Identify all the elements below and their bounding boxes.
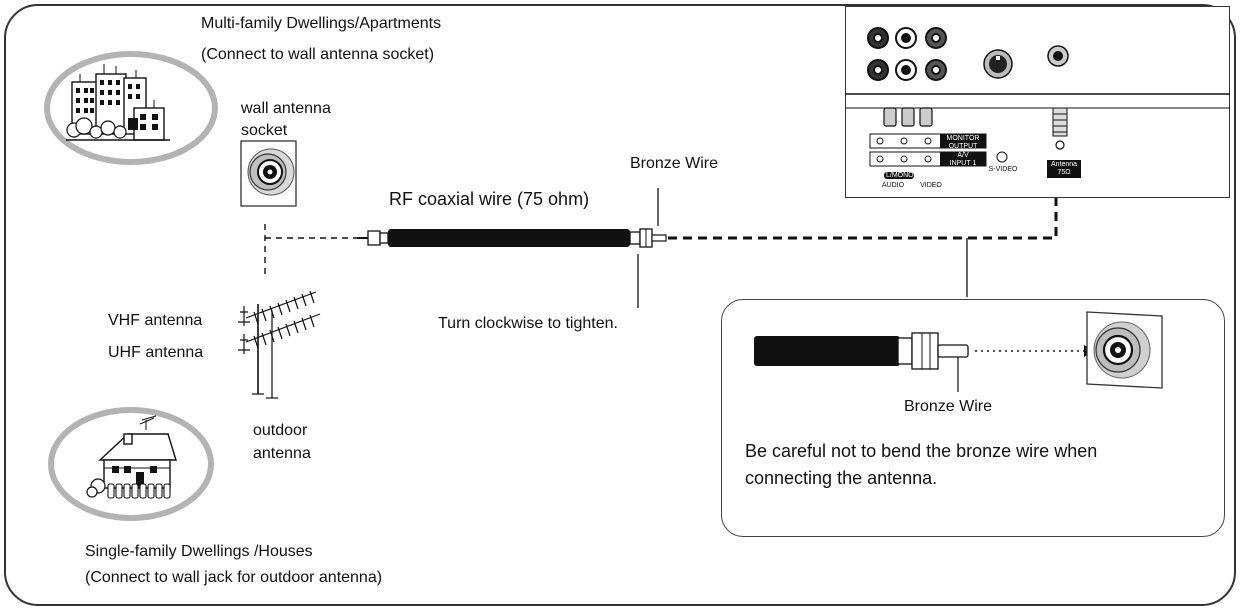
monitor-output-line-2: OUTPUT — [948, 143, 978, 150]
apartments-title: Multi-family Dwellings/Apartments — [201, 15, 442, 32]
outdoor-antenna-label-2: antenna — [253, 445, 311, 462]
wall-socket-label-2: socket — [241, 122, 288, 139]
diagram-frame — [4, 4, 1236, 606]
av-input-line-2: INPUT 1 — [949, 160, 977, 167]
monitor-output-line-1: MONITOR — [946, 135, 980, 142]
vhf-antenna-label: VHF antenna — [108, 312, 203, 329]
coax-label: RF coaxial wire (75 ohm) — [389, 189, 590, 209]
callout-note-line-2: connecting the antenna. — [745, 468, 938, 488]
wall-socket-label-1: wall antenna — [241, 100, 331, 117]
audio-label: AUDIO — [881, 182, 905, 189]
outdoor-antenna-label-1: outdoor — [253, 422, 308, 439]
av-input-line-1: A/V — [957, 152, 969, 159]
tv-back-panel-icon — [845, 6, 1230, 198]
callout-bronze-label: Bronze Wire — [904, 398, 993, 415]
video-label: VIDEO — [920, 182, 942, 189]
houses-title: Single-family Dwellings /Houses — [85, 543, 313, 560]
houses-subtitle: (Connect to wall jack for outdoor antenn… — [85, 569, 383, 586]
tighten-label: Turn clockwise to tighten. — [438, 315, 618, 332]
callout-note-line-1: Be careful not to bend the bronze wire w… — [745, 441, 1098, 461]
antenna-jack-line-2: 75Ω — [1057, 169, 1071, 176]
bronze-wire-callout — [721, 299, 1225, 537]
s-video-label: S-VIDEO — [988, 166, 1018, 173]
antenna-jack-line-1: Antenna — [1050, 161, 1078, 168]
apartments-subtitle: (Connect to wall antenna socket) — [201, 46, 435, 63]
uhf-antenna-label: UHF antenna — [108, 344, 204, 361]
bronze-wire-label-top: Bronze Wire — [630, 155, 719, 172]
l-mono-label: L/MONO — [886, 172, 914, 179]
